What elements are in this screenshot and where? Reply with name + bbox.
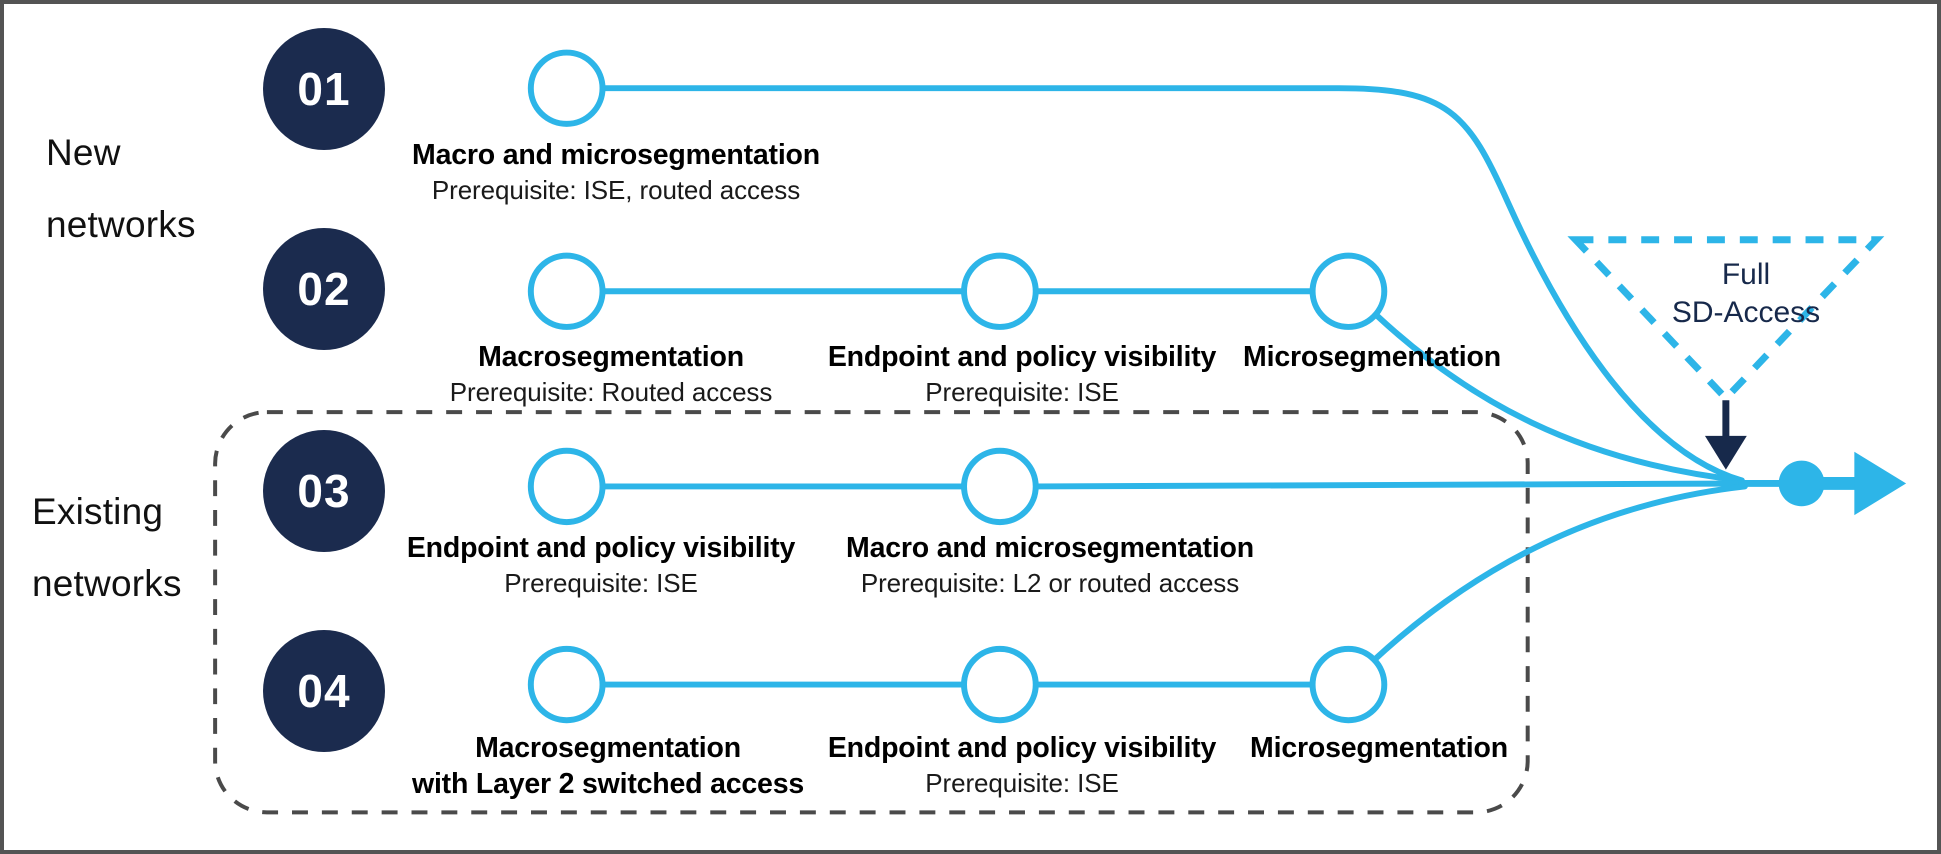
node-prerequisite-r2n1: Prerequisite: Routed access xyxy=(449,377,773,407)
milestone-node-r4n2[interactable] xyxy=(961,645,1039,724)
flow-path-row-02-tail xyxy=(1373,312,1745,484)
node-label-r4n3: Microsegmentation xyxy=(1250,730,1508,766)
node-title-r2n1: Macrosegmentation xyxy=(478,341,744,373)
node-label-r4n1: Macrosegmentation with Layer 2 switched … xyxy=(412,730,804,802)
node-title-r3n2: Macro and microsegmentation xyxy=(846,532,1254,564)
milestone-node-r2n1[interactable] xyxy=(527,252,606,330)
node-title-r4n1-line1: Macrosegmentation xyxy=(475,732,741,764)
flow-segment-r3-2 xyxy=(1032,480,1755,490)
flow-path-row-04-tail xyxy=(1371,483,1748,663)
node-title-r3n1: Endpoint and policy visibility xyxy=(406,532,796,564)
node-title-r4n1-line2: with Layer 2 switched access xyxy=(411,768,805,800)
milestone-node-r4n3[interactable] xyxy=(1309,645,1388,724)
milestone-node-r4n1[interactable] xyxy=(527,645,606,724)
milestone-node-r2n2[interactable] xyxy=(961,252,1039,330)
group-label-existing-networks: Existing networks xyxy=(32,491,182,604)
flow-path-row-01 xyxy=(598,85,1745,484)
down-arrow-icon xyxy=(1704,435,1747,470)
milestone-node-r2n3[interactable] xyxy=(1309,252,1388,330)
milestone-node-r3n1[interactable] xyxy=(527,447,606,526)
node-prerequisite-r3n1: Prerequisite: ISE xyxy=(504,568,698,598)
node-title-r4n3: Microsegmentation xyxy=(1250,732,1508,764)
group-label-new-networks: New networks xyxy=(46,132,196,245)
node-label-r2n2: Endpoint and policy visibility Prerequis… xyxy=(828,339,1216,409)
full-sd-access-label: Full SD-Access xyxy=(1671,258,1821,329)
node-label-r2n1: Macrosegmentation Prerequisite: Routed a… xyxy=(449,339,773,409)
step-badge-01[interactable]: 01 xyxy=(263,28,385,150)
node-prerequisite-r3n2: Prerequisite: L2 or routed access xyxy=(860,568,1240,598)
full-sd-access-triangle xyxy=(1567,236,1885,404)
node-title-r2n2: Endpoint and policy visibility xyxy=(827,341,1217,373)
diagram-vector-layer xyxy=(213,49,1907,815)
milestone-node-r1n1[interactable] xyxy=(527,49,606,127)
node-label-r2n3: Microsegmentation xyxy=(1243,339,1501,375)
step-badge-03[interactable]: 03 xyxy=(263,430,385,552)
node-label-r4n2: Endpoint and policy visibility Prerequis… xyxy=(828,730,1216,800)
node-title-r2n3: Microsegmentation xyxy=(1243,341,1501,373)
convergence-hub-dot xyxy=(1778,460,1825,507)
step-badge-04[interactable]: 04 xyxy=(263,630,385,752)
milestone-node-r3n2[interactable] xyxy=(961,447,1039,526)
node-prerequisite-r4n2: Prerequisite: ISE xyxy=(925,768,1119,798)
right-arrow-icon xyxy=(1854,451,1907,516)
step-badge-02[interactable]: 02 xyxy=(263,228,385,350)
node-label-r3n1: Endpoint and policy visibility Prerequis… xyxy=(407,530,795,600)
node-label-r1n1: Macro and microsegmentation Prerequisite… xyxy=(412,137,820,207)
node-title-r4n2: Endpoint and policy visibility xyxy=(827,732,1217,764)
existing-networks-group-box xyxy=(213,410,1530,815)
node-title-r1n1: Macro and microsegmentation xyxy=(412,139,820,171)
node-prerequisite-r2n2: Prerequisite: ISE xyxy=(925,377,1119,407)
node-prerequisite-r1n1: Prerequisite: ISE, routed access xyxy=(431,175,801,205)
node-label-r3n2: Macro and microsegmentation Prerequisite… xyxy=(846,530,1254,600)
